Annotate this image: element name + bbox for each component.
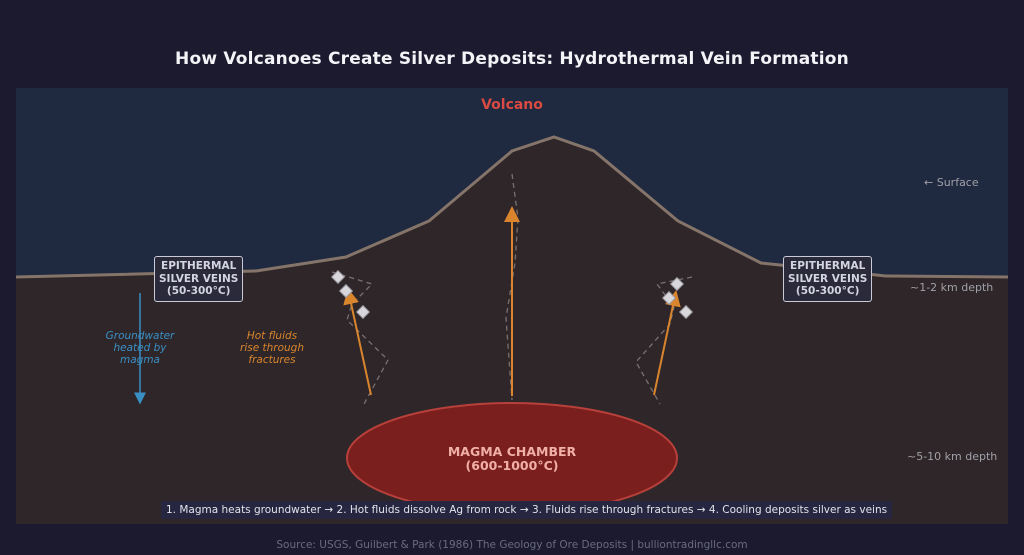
volcano-cross-section <box>16 88 1008 524</box>
vein-label-line: (50-300°C) <box>166 285 231 297</box>
silver-deposit-icon <box>678 304 694 320</box>
vein-label-line: SILVER VEINS <box>159 272 239 285</box>
vein-label-line: EPITHERMAL <box>790 260 866 272</box>
hot-fluids-label-line: fractures <box>248 354 296 366</box>
surface-depth-label: ← Surface <box>924 176 979 189</box>
fractures <box>331 173 693 405</box>
left-vein-label: EPITHERMAL SILVER VEINS (50-300°C) <box>154 256 244 302</box>
left-fluid-arrow <box>343 288 372 396</box>
silver-deposit-icon <box>330 269 346 285</box>
hot-fluids-label-line: rise through <box>240 342 304 354</box>
vein-label-line: (50-300°C) <box>795 285 860 297</box>
silver-deposit-icon <box>338 283 354 299</box>
groundwater-label-line: Groundwater <box>105 330 175 342</box>
process-steps-caption: 1. Magma heats groundwater → 2. Hot flui… <box>161 501 893 519</box>
silver-deposit-icon <box>355 304 371 320</box>
groundwater-label: Groundwater heated by magma <box>100 330 180 366</box>
shallow-depth-label: ~1-2 km depth <box>910 281 994 294</box>
vein-label-line: SILVER VEINS <box>788 272 868 285</box>
volcano-label: Volcano <box>481 97 543 113</box>
diagram-panel: Volcano ← Surface ~1-2 km depth ~5-10 km… <box>16 88 1008 524</box>
groundwater-label-line: heated by <box>113 342 167 354</box>
silver-deposit-icon <box>669 276 685 292</box>
magma-label-line: (600-1000°C) <box>465 458 559 473</box>
magma-chamber-label: MAGMA CHAMBER (600-1000°C) <box>412 445 612 473</box>
central-fracture <box>505 173 519 401</box>
silver-deposit-icon <box>661 290 677 306</box>
magma-label-line: MAGMA CHAMBER <box>447 444 577 459</box>
right-vein-label: EPITHERMAL SILVER VEINS (50-300°C) <box>783 256 873 302</box>
source-citation: Source: USGS, Guilbert & Park (1986) The… <box>276 539 748 551</box>
hot-fluids-label: Hot fluids rise through fractures <box>232 330 312 366</box>
vein-label-line: EPITHERMAL <box>161 260 237 272</box>
diagram-title: How Volcanoes Create Silver Deposits: Hy… <box>175 49 849 69</box>
right-fracture <box>635 276 693 405</box>
silver-deposits <box>330 269 694 320</box>
hot-fluids-label-line: Hot fluids <box>246 330 298 342</box>
groundwater-label-line: magma <box>120 354 160 366</box>
deep-depth-label: ~5-10 km depth <box>907 450 998 463</box>
right-fluid-arrow <box>653 290 681 396</box>
